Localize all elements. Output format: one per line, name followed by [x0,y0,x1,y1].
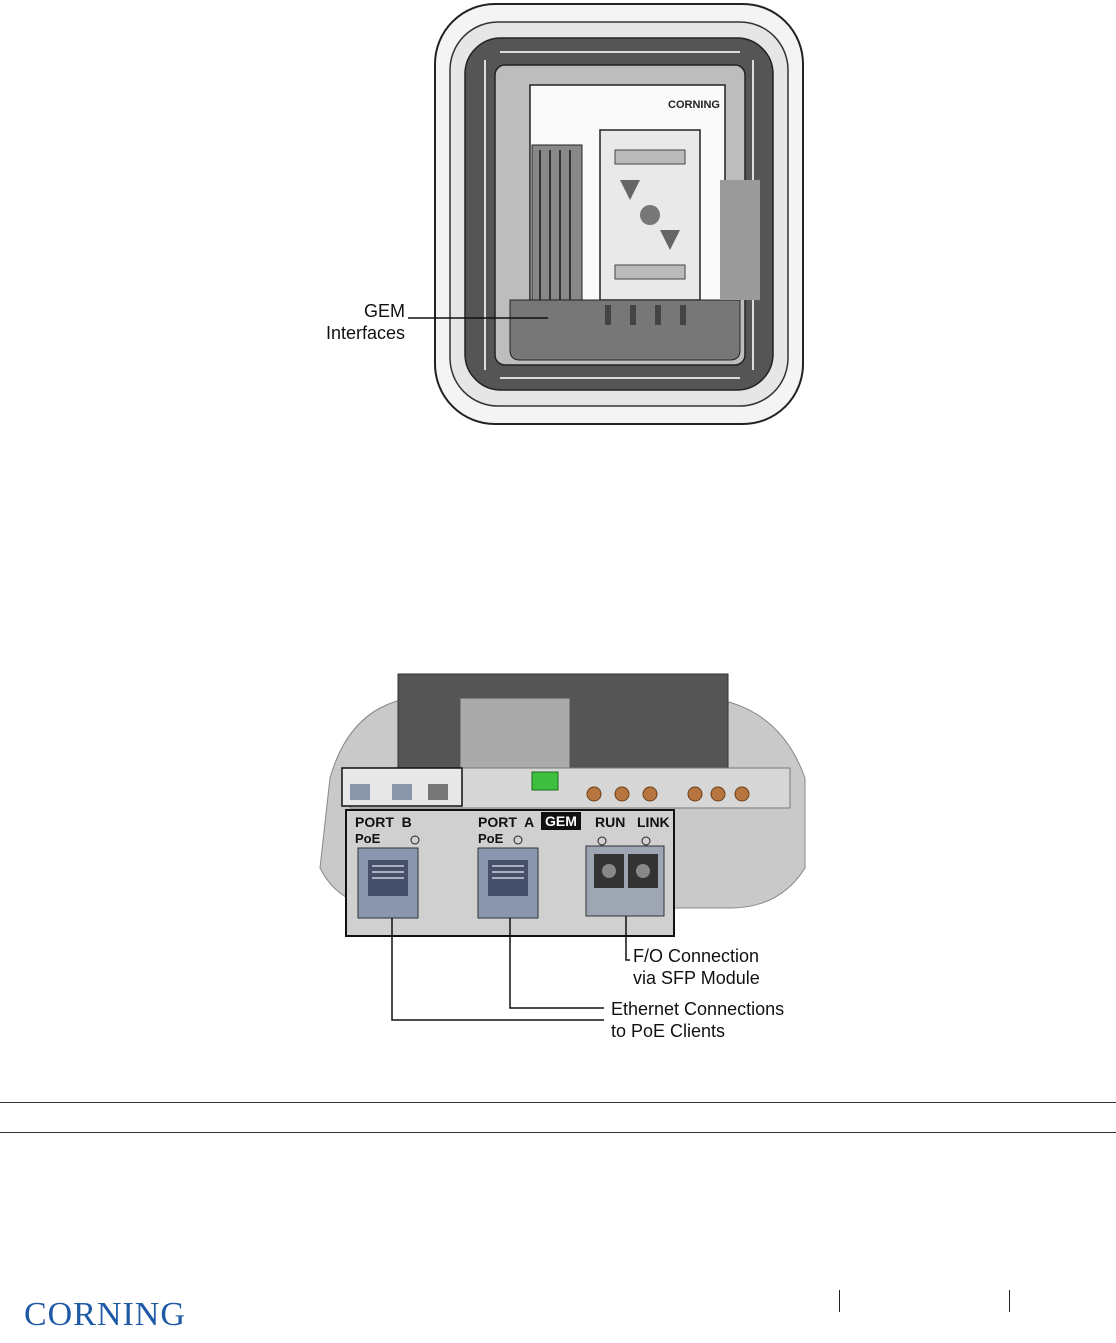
ethernet-connections-callout: Ethernet Connections to PoE Clients [611,998,784,1042]
port-a-label: PORT A [478,814,534,830]
footer-rule-bottom [0,1132,1116,1133]
figure-2-gem-panel [310,668,810,1048]
port-a-poe-label: PoE [478,831,503,846]
housing-brand-mark: CORNING [668,99,720,111]
footer-rule-top [0,1102,1116,1103]
run-led-label: RUN [595,814,625,830]
footer-divider-1 [839,1290,840,1312]
eth-callout-line1: Ethernet Connections [611,998,784,1020]
port-b-label: PORT B [355,814,412,830]
corning-logo: CORNING [24,1296,186,1334]
fo-callout-line2: via SFP Module [633,967,760,989]
gem-callout-line1: GEM [305,300,405,322]
unit-top-illustration: CORNING [300,0,820,430]
gem-callout-line2: Interfaces [305,322,405,344]
port-b-poe-label: PoE [355,831,380,846]
gem-interfaces-callout: GEM Interfaces [305,300,405,344]
footer-divider-2 [1009,1290,1010,1312]
eth-callout-line2: to PoE Clients [611,1020,784,1042]
fo-connection-callout: F/O Connection via SFP Module [633,945,760,989]
link-led-label: LINK [637,814,670,830]
gem-panel-illustration [310,668,810,1048]
fo-callout-line1: F/O Connection [633,945,760,967]
figure-1-unit-top-view: CORNING [300,0,820,430]
gem-badge: GEM [541,812,581,830]
